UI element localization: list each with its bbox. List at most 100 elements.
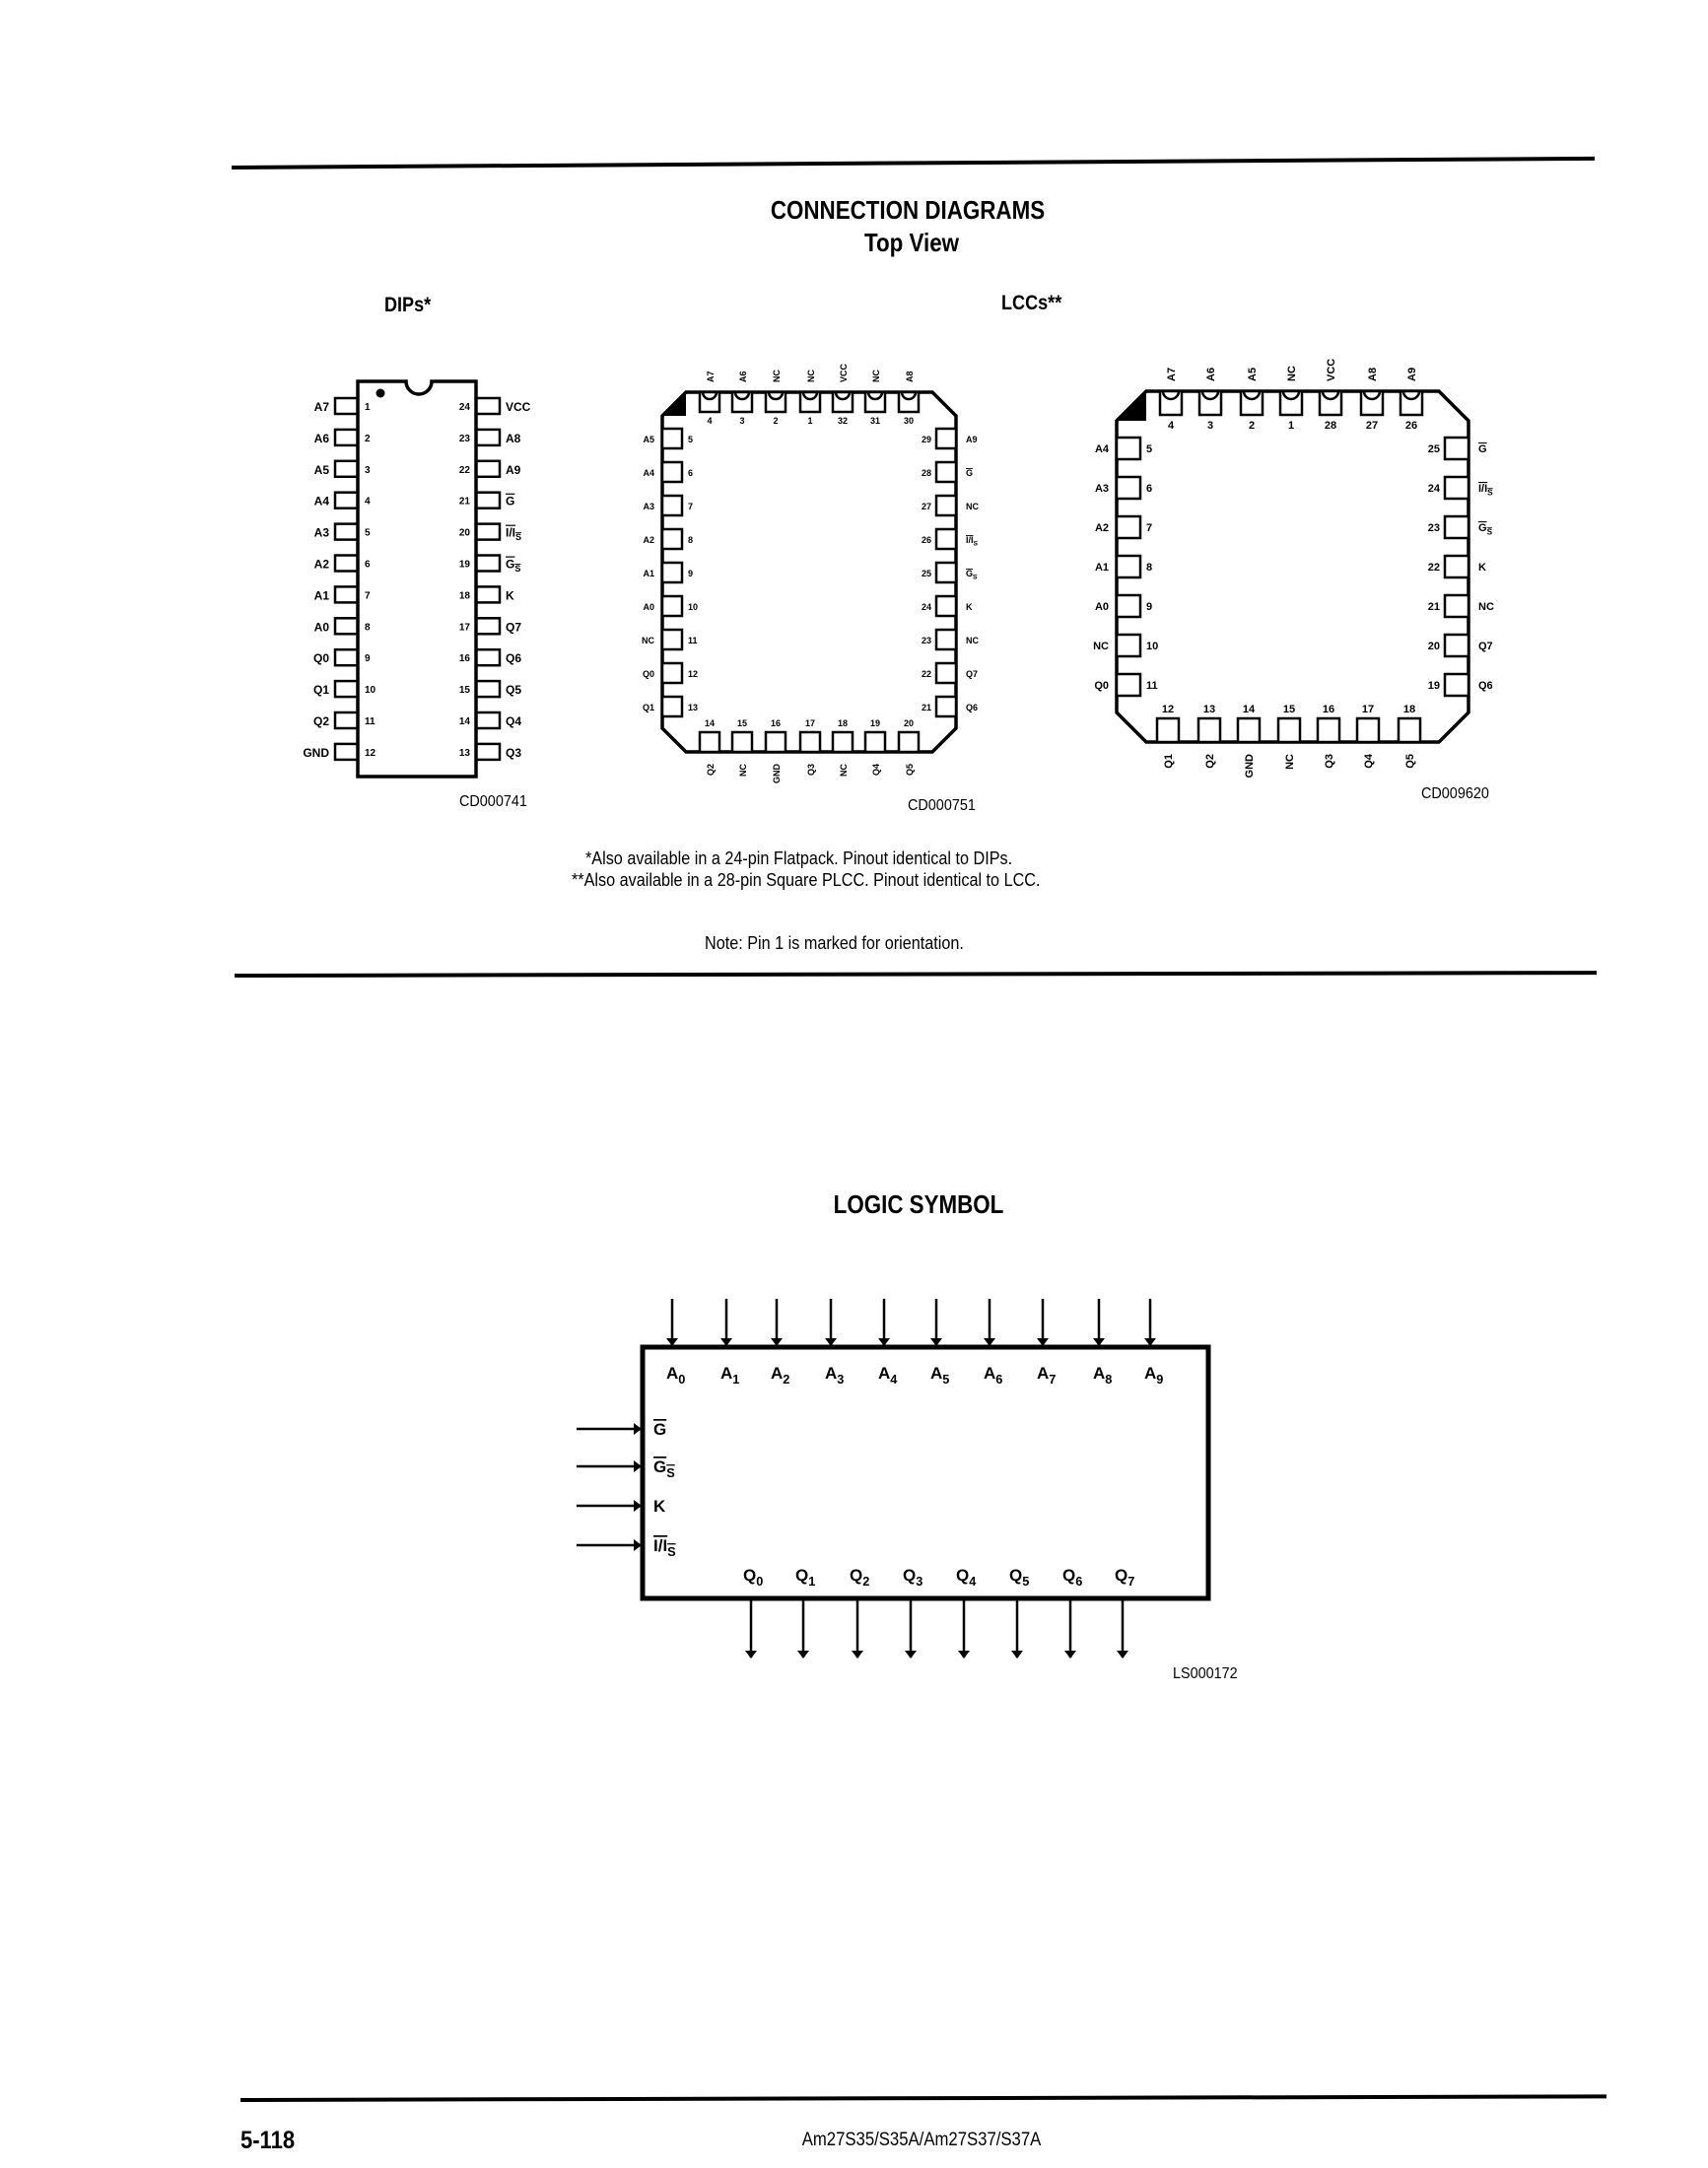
dip-pin-right xyxy=(474,711,502,730)
lcc32-pin-number: 32 xyxy=(838,416,848,426)
dip-pin-number: 7 xyxy=(365,590,371,601)
dip-pin-left xyxy=(333,459,360,479)
lcc28-pin-bottom xyxy=(1276,716,1302,744)
lcc28-pin-left xyxy=(1115,672,1142,698)
lcc32-pin-label: A1 xyxy=(643,569,654,578)
footnote-flatpack: *Also available in a 24-pin Flatpack. Pi… xyxy=(585,848,1013,868)
dip-pin-label: A1 xyxy=(314,588,330,602)
lcc32-pin-number: 31 xyxy=(870,416,880,426)
lcc28-pin-bottom xyxy=(1316,716,1341,744)
lcc32-pin-left xyxy=(660,561,684,584)
lcc28-pin-right xyxy=(1443,672,1470,698)
lcc32-pin-number: 6 xyxy=(688,468,693,478)
address-input-label: A0 xyxy=(666,1364,685,1387)
lcc28-body xyxy=(1115,389,1470,744)
lcc32-pin-number: 25 xyxy=(922,569,931,578)
orientation-note: Note: Pin 1 is marked for orientation. xyxy=(705,933,964,953)
dip-pin-label: K xyxy=(506,588,514,602)
dip-pin-right xyxy=(474,554,502,573)
lcc32-pin-number: 23 xyxy=(922,636,931,645)
lcc32-pin-label: A2 xyxy=(643,535,654,545)
lcc28-pin-right xyxy=(1443,475,1470,501)
lcc32-pin-right xyxy=(934,494,958,517)
lcc28-pin-left xyxy=(1115,593,1142,619)
lcc32-pin-number: 20 xyxy=(904,718,914,728)
section-title-connection-diagrams: CONNECTION DIAGRAMS xyxy=(770,195,1046,225)
lcc32-pin-right xyxy=(934,594,958,618)
output-label: Q6 xyxy=(1062,1566,1082,1589)
lcc32-pin-label: Q2 xyxy=(706,764,716,776)
dip-pin-right xyxy=(474,585,502,604)
lcc28-pin-number: 12 xyxy=(1162,704,1174,715)
lcc32-pin-label: Q5 xyxy=(905,764,915,776)
address-input-label: A8 xyxy=(1093,1364,1112,1387)
lcc32-pin-number: 16 xyxy=(771,718,781,728)
lcc28-pin-label: A1 xyxy=(1095,562,1109,574)
lcc28-pin-left xyxy=(1115,633,1142,658)
lcc28-pin-number: 10 xyxy=(1146,641,1158,652)
lcc28-pin-number: 23 xyxy=(1428,522,1440,534)
lcc28-pin-label: VCC xyxy=(1326,359,1337,381)
dip-pin-label: Q2 xyxy=(313,714,329,728)
footnote-plcc: **Also available in a 28-pin Square PLCC… xyxy=(572,870,1041,890)
lcc32-pin-label: NC xyxy=(966,502,979,511)
control-input-label: I/IS xyxy=(653,1536,676,1559)
lcc28-pin-label: Q1 xyxy=(1163,754,1175,769)
lcc32-pin-number: 18 xyxy=(838,718,848,728)
dip-pin-label: A5 xyxy=(314,463,330,477)
dip-pin-right xyxy=(474,491,502,509)
lcc32-pin-label: A5 xyxy=(643,435,654,444)
dip-pin-number: 5 xyxy=(365,528,371,539)
lcc32-pin-number: 30 xyxy=(904,416,914,426)
lcc32-pin-label: NC xyxy=(772,370,782,382)
section-subtitle-top-view: Top View xyxy=(863,228,960,257)
lcc28-pin-label: GND xyxy=(1244,754,1256,779)
lcc32-pin-label: Q4 xyxy=(871,764,881,776)
lcc32-pin-number: 8 xyxy=(688,535,693,545)
dip-pin-number: 16 xyxy=(459,653,471,664)
lcc32-pin-label: K xyxy=(966,602,973,612)
dip-pin-label: G xyxy=(506,495,514,508)
control-input-label: GS xyxy=(653,1457,675,1480)
lcc32-pin-number: 7 xyxy=(688,502,693,511)
lcc32-pin-right xyxy=(934,661,958,685)
logic-symbol-box xyxy=(640,1344,1211,1601)
dip-pin-left xyxy=(333,396,360,416)
lcc28-pin-label: Q3 xyxy=(1324,754,1335,769)
lcc32-pin-bottom xyxy=(863,730,887,754)
lcc28-pin-number: 17 xyxy=(1362,704,1374,715)
lcc32-pin-label: NC xyxy=(806,370,816,382)
dip-pin-number: 19 xyxy=(459,560,471,571)
dip-pin-number: 21 xyxy=(459,497,471,508)
lcc32-pin1-corner-marker xyxy=(662,392,686,416)
lcc32-pin-label: VCC xyxy=(839,363,849,382)
lcc28-pin-label: Q0 xyxy=(1094,680,1109,692)
lcc28-pin-number: 6 xyxy=(1146,483,1152,495)
dip-pin-label: A8 xyxy=(506,432,521,445)
lcc32-pin-label: G xyxy=(966,468,973,478)
dip-body xyxy=(356,379,478,779)
lcc32-pin-label: NC xyxy=(738,764,748,777)
dip-pin-number: 10 xyxy=(365,685,376,696)
dip-pin-number: 9 xyxy=(365,653,371,664)
lcc32-pin-number: 27 xyxy=(922,502,931,511)
lcc32-pin-number: 3 xyxy=(739,416,744,426)
lcc28-pin-number: 13 xyxy=(1203,704,1215,715)
lcc32-pin-left xyxy=(660,527,684,551)
lcc28-pin-label: A3 xyxy=(1095,483,1109,495)
address-input-label: A4 xyxy=(878,1364,898,1387)
dip-pin-right xyxy=(474,647,502,667)
lcc32-pin-left xyxy=(660,661,684,685)
lcc32-pin-number: 2 xyxy=(773,416,778,426)
dip-pin-number: 3 xyxy=(365,465,371,476)
lcc28-pin-label: A9 xyxy=(1406,368,1418,381)
lcc32-pin-number: 1 xyxy=(807,416,812,426)
document-title: Am27S35/S35A/Am27S37/S37A xyxy=(801,2130,1042,2150)
lcc28-pin-number: 22 xyxy=(1428,562,1440,574)
control-input-label: K xyxy=(653,1497,666,1516)
output-label: Q1 xyxy=(795,1566,815,1589)
lcc28-pin-number: 2 xyxy=(1249,420,1255,432)
